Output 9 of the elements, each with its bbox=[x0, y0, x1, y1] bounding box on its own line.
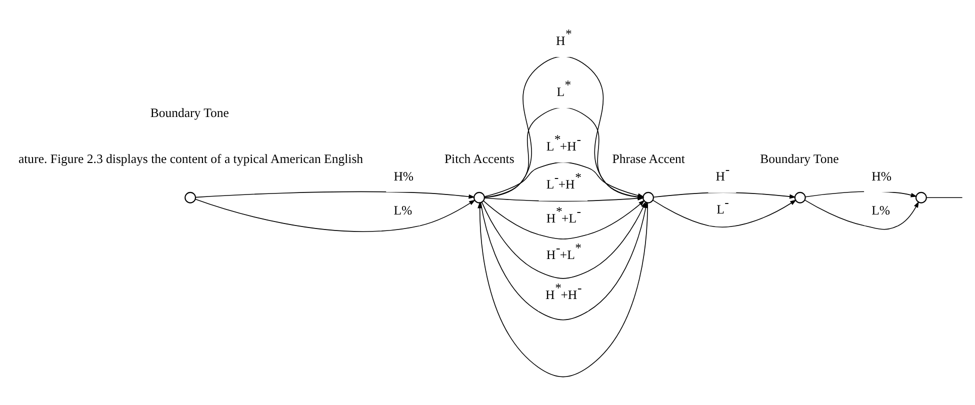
edge-label: L% bbox=[394, 203, 412, 218]
label: Pitch Accents bbox=[444, 152, 514, 166]
label: Boundary Tone bbox=[760, 152, 839, 166]
edge-label: H% bbox=[872, 170, 892, 184]
label: Phrase Accent bbox=[612, 152, 685, 166]
label: Boundary Tone bbox=[150, 106, 230, 120]
edge-label: H% bbox=[394, 170, 414, 184]
label: ature. Figure 2.3 displays the content of a typical American English bbox=[18, 152, 364, 166]
edge-label: L% bbox=[872, 203, 890, 218]
